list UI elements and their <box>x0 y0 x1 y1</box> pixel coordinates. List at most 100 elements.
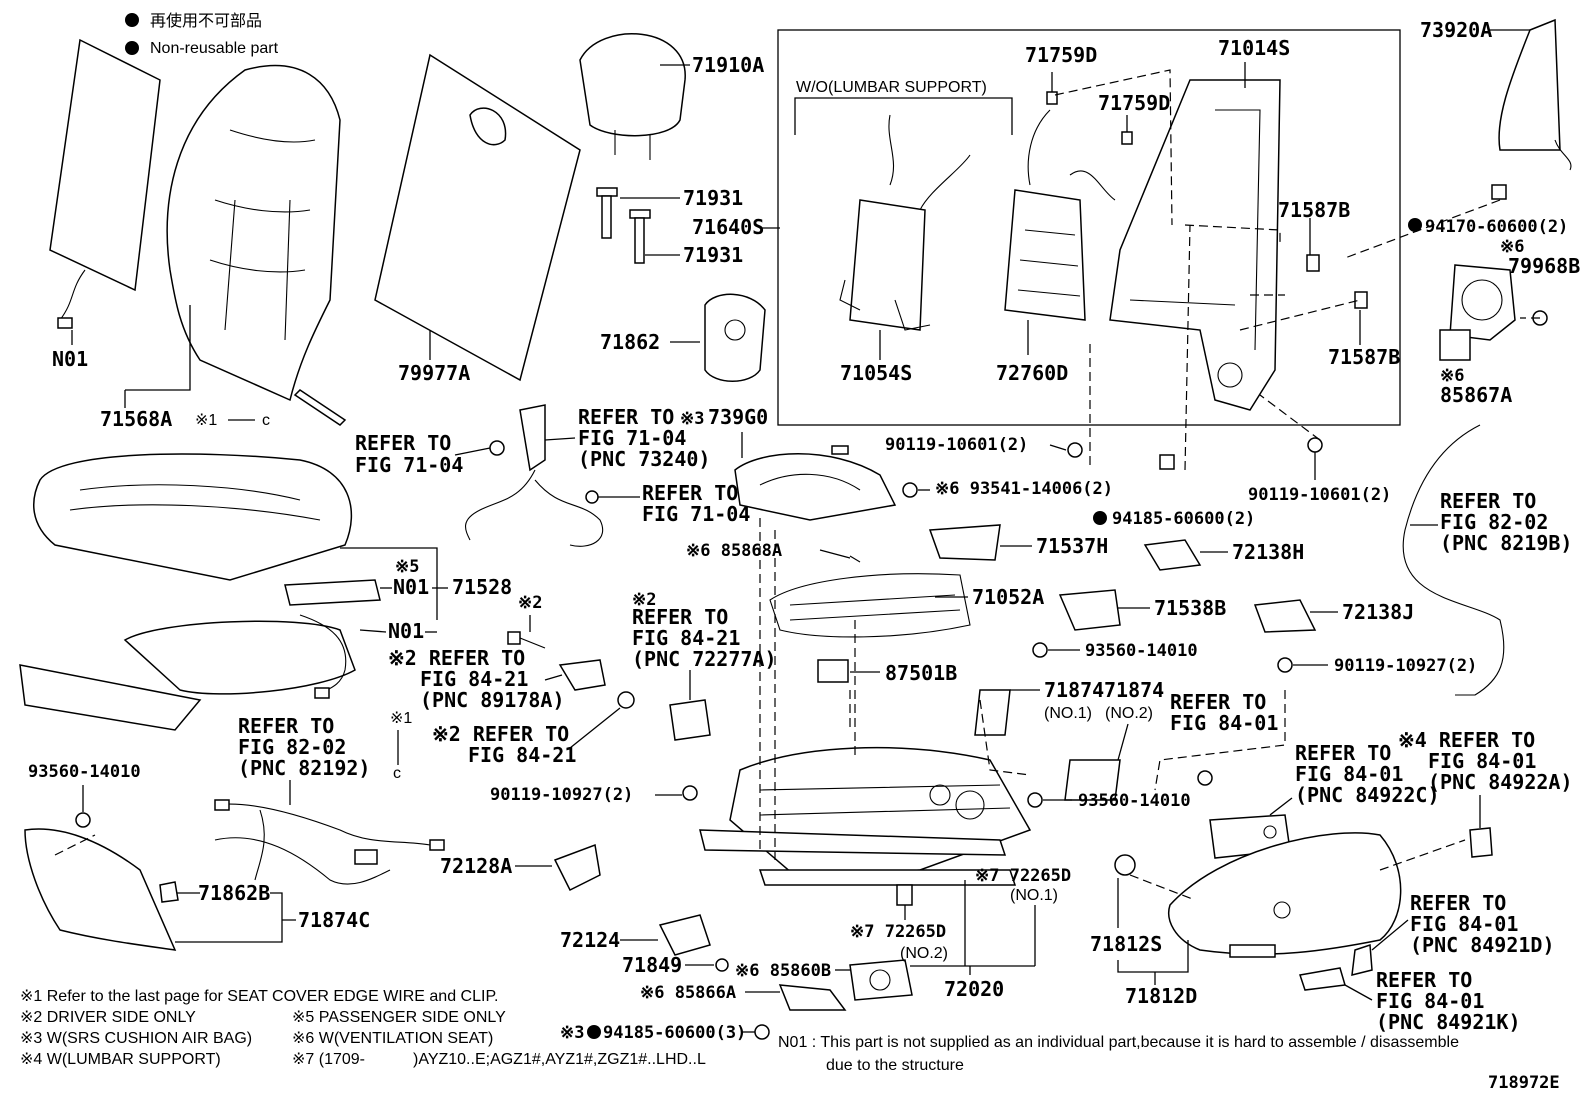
refer-j-line2: FIG 84-01 <box>1295 762 1403 786</box>
no1-a: (NO.1) <box>1044 705 1092 722</box>
sensor-89178A-drawing <box>558 659 606 691</box>
part-85868A: ※6 85868A <box>686 541 782 561</box>
refer-e-line1: ※2 <box>632 590 656 610</box>
headrest-drawing <box>579 33 686 160</box>
part-73920A: 73920A <box>1420 18 1492 42</box>
part-71528: 71528 <box>452 575 512 599</box>
part-71862B: 71862B <box>198 881 270 905</box>
legend-en: Non-reusable part <box>150 40 279 57</box>
refer-l-line1: REFER TO <box>1410 891 1506 915</box>
non-reusable-marker-icon <box>125 41 139 55</box>
part-71874C: 71874C <box>298 908 370 932</box>
72138H-drawing <box>1143 539 1202 571</box>
refer-e-line3: FIG 84-21 <box>632 626 740 650</box>
footnote-7: ※7 (1709- )AYZ10..E;AGZ1#,AYZ1#,ZGZ1#..L… <box>292 1051 706 1068</box>
part-90119-10927-a: 90119-10927(2) <box>1334 656 1477 676</box>
non-reusable-marker-icon <box>1408 218 1422 232</box>
part-72138H: 72138H <box>1232 540 1304 564</box>
part-93560-c: 93560-14010 <box>1078 791 1191 811</box>
part-85860B: ※6 85860B <box>735 961 831 981</box>
part-72265D-a: ※7 72265D <box>975 866 1071 886</box>
knob-84921K-drawing <box>1299 967 1346 991</box>
part-93560-b: 93560-14010 <box>28 762 141 782</box>
part-85867A: 85867A <box>1440 383 1512 407</box>
part-90119-10601-b: 90119-10601(2) <box>1248 485 1391 505</box>
note-mark-2a: ※2 <box>518 593 542 613</box>
n01-note-line2: due to the structure <box>826 1057 964 1074</box>
legend: 再使用不可部品 Non-reusable part <box>125 12 279 57</box>
part-71874-a: 71874 <box>1044 678 1104 702</box>
refer-b-line1: REFER TO <box>578 405 674 429</box>
refer-e-line4: (PNC 72277A) <box>632 647 777 671</box>
part-72138J: 72138J <box>1342 600 1414 624</box>
refer-l-line3: (PNC 84921D) <box>1410 933 1555 957</box>
note-mark-3b: ※3 <box>560 1023 584 1043</box>
footnote-1: ※1 Refer to the last page for SEAT COVER… <box>20 988 499 1005</box>
part-71812D: 71812D <box>1125 984 1197 1008</box>
seat-frame-72020-drawing <box>699 746 1032 886</box>
part-72265D-b: ※7 72265D <box>850 922 946 942</box>
refer-i-line1: REFER TO <box>238 714 334 738</box>
refer-a-line2: FIG 71-04 <box>355 453 463 477</box>
part-71537H: 71537H <box>1036 534 1108 558</box>
no2-b: (NO.2) <box>900 945 948 962</box>
inset-label: W/O(LUMBAR SUPPORT) <box>796 79 987 96</box>
refer-f-line2: FIG 84-21 <box>420 667 528 691</box>
refer-m-line1: REFER TO <box>1376 968 1472 992</box>
part-93541: ※6 93541-14006(2) <box>935 479 1113 499</box>
n01-label: N01 <box>52 347 88 371</box>
part-90119-10927-b: 90119-10927(2) <box>490 785 633 805</box>
71537H-drawing <box>928 524 1001 561</box>
refer-d-line3: (PNC 8219B) <box>1440 531 1572 555</box>
part-72124: 72124 <box>560 928 620 952</box>
part-71014S: 71014S <box>1218 36 1290 60</box>
headrest-guide-drawing <box>596 187 651 264</box>
note-mark-5: ※5 <box>395 557 419 577</box>
part-94185-b: 94185-60600(2) <box>1112 509 1255 529</box>
refer-l-line2: FIG 84-01 <box>1410 912 1518 936</box>
part-71849: 71849 <box>622 953 682 977</box>
refer-k-line1: ※4 REFER TO <box>1398 728 1535 752</box>
part-739G0: 739G0 <box>708 405 768 429</box>
part-94170: 94170-60600(2) <box>1425 217 1568 237</box>
footnote-3: ※3 W(SRS CUSHION AIR BAG) <box>20 1030 252 1047</box>
bracket-71568A <box>124 305 191 408</box>
refer-k-line3: (PNC 84922A) <box>1428 770 1573 794</box>
part-72760D: 72760D <box>996 361 1068 385</box>
wire-harness-82192-drawing <box>214 799 445 885</box>
72128A-drawing <box>553 843 601 892</box>
refer-g-line1: REFER TO <box>1170 690 1266 714</box>
refer-b-line2: FIG 71-04 <box>578 426 686 450</box>
refer-k-line2: FIG 84-01 <box>1428 749 1536 773</box>
lumbar-plate-71054S-drawing <box>839 114 971 331</box>
refer-m-line2: FIG 84-01 <box>1376 989 1484 1013</box>
part-71812S: 71812S <box>1090 932 1162 956</box>
part-71052A: 71052A <box>972 585 1044 609</box>
no1-b: (NO.1) <box>1010 887 1058 904</box>
footnote-6: ※6 W(VENTILATION SEAT) <box>292 1030 493 1047</box>
refer-a-line1: REFER TO <box>355 431 451 455</box>
refer-m-line3: (PNC 84921K) <box>1376 1010 1521 1034</box>
part-94185-c: 94185-60600(3) <box>603 1023 746 1043</box>
diagram-id: 718972E <box>1488 1073 1560 1093</box>
lumbar-switch-84922A-drawing <box>1469 827 1493 858</box>
refer-j-line1: REFER TO <box>1295 741 1391 765</box>
footnote-5: ※5 PASSENGER SIDE ONLY <box>292 1009 506 1026</box>
refer-i-line3: (PNC 82192) <box>238 756 370 780</box>
n01-b: N01 <box>393 575 429 599</box>
fan-85860B-drawing <box>849 959 913 1001</box>
refer-i-line2: FIG 82-02 <box>238 735 346 759</box>
note-mark-3a: ※3 <box>680 409 704 429</box>
footnotes: ※1 Refer to the last page for SEAT COVER… <box>20 988 1459 1074</box>
side-shield-71874C-drawing <box>24 828 177 951</box>
part-72128A: 72128A <box>440 854 512 878</box>
refer-f-line3: (PNC 89178A) <box>420 688 565 712</box>
71862-drawing <box>704 293 766 382</box>
part-85866A: ※6 85866A <box>640 983 736 1003</box>
part-71931-b: 71931 <box>683 243 743 267</box>
lumbar-inset-box <box>777 29 1401 426</box>
part-71568A: 71568A <box>100 407 172 431</box>
part-71862: 71862 <box>600 330 660 354</box>
part-71931-a: 71931 <box>683 186 743 210</box>
duct-85866A-drawing <box>778 984 847 1011</box>
